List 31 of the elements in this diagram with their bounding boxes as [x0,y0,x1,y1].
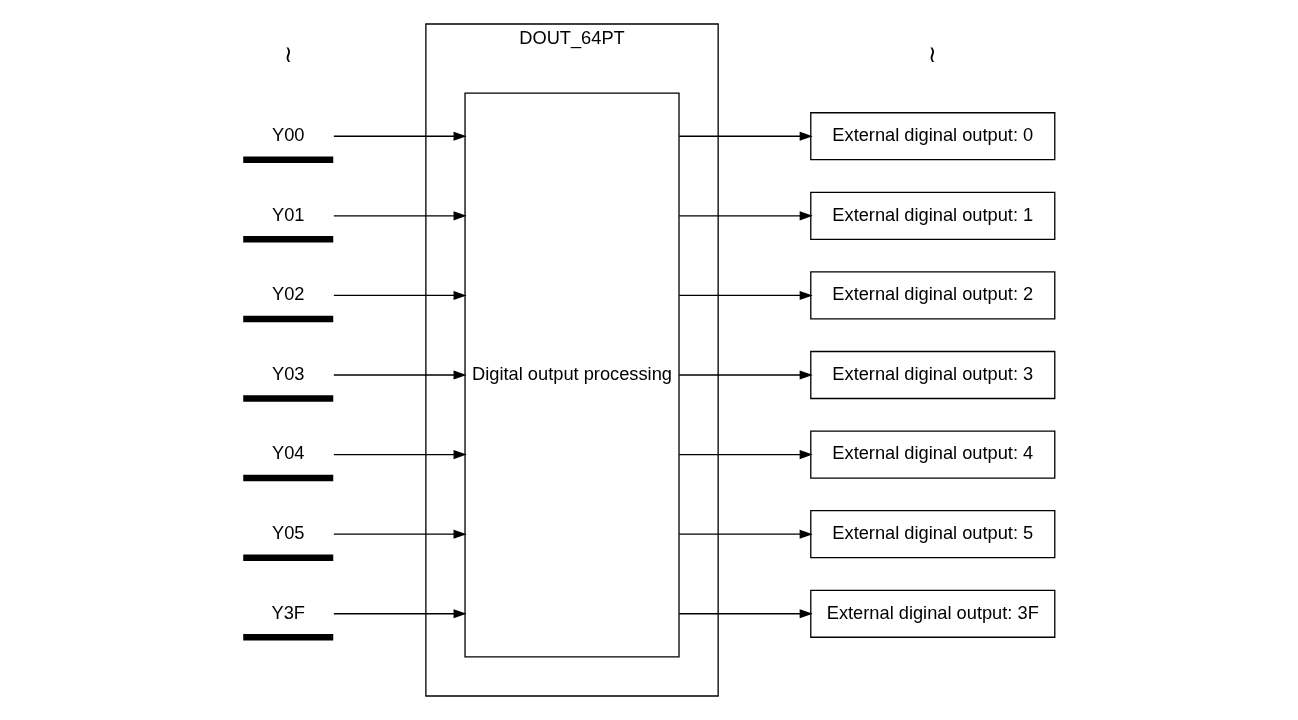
arrow [678,211,813,221]
node-box: External diginal output: 1 [810,191,1056,240]
arrow [678,370,813,380]
arrow [678,529,813,539]
node-text: Y02 [271,283,305,305]
node-text: Y00 [271,124,305,146]
node-box: External diginal output: 3F [810,589,1056,638]
arrow [678,450,813,460]
arrow [333,290,467,300]
arrow [333,211,467,221]
arrow [333,370,467,380]
label: ≀ [283,41,293,68]
arrow [333,450,467,460]
arrow [678,609,813,619]
node-text: Y03 [271,362,305,384]
node-text: Y3F [271,601,305,623]
node-box: External diginal output: 3 [810,350,1056,400]
arrow [678,290,813,300]
node-box: External diginal output: 5 [810,510,1056,559]
node-text: Y04 [271,442,305,464]
arrow [333,609,467,619]
node-text: Y05 [271,522,305,544]
node-box: External diginal output: 4 [810,430,1056,479]
label: ≀ [928,41,938,68]
node-text: Y01 [271,203,305,225]
node-box: External diginal output: 2 [810,271,1056,320]
arrow [333,529,467,539]
node-box: External diginal output: 0 [810,112,1056,161]
node-box: Digital output processing [464,92,680,658]
arrow [678,131,813,141]
arrow [333,131,467,141]
